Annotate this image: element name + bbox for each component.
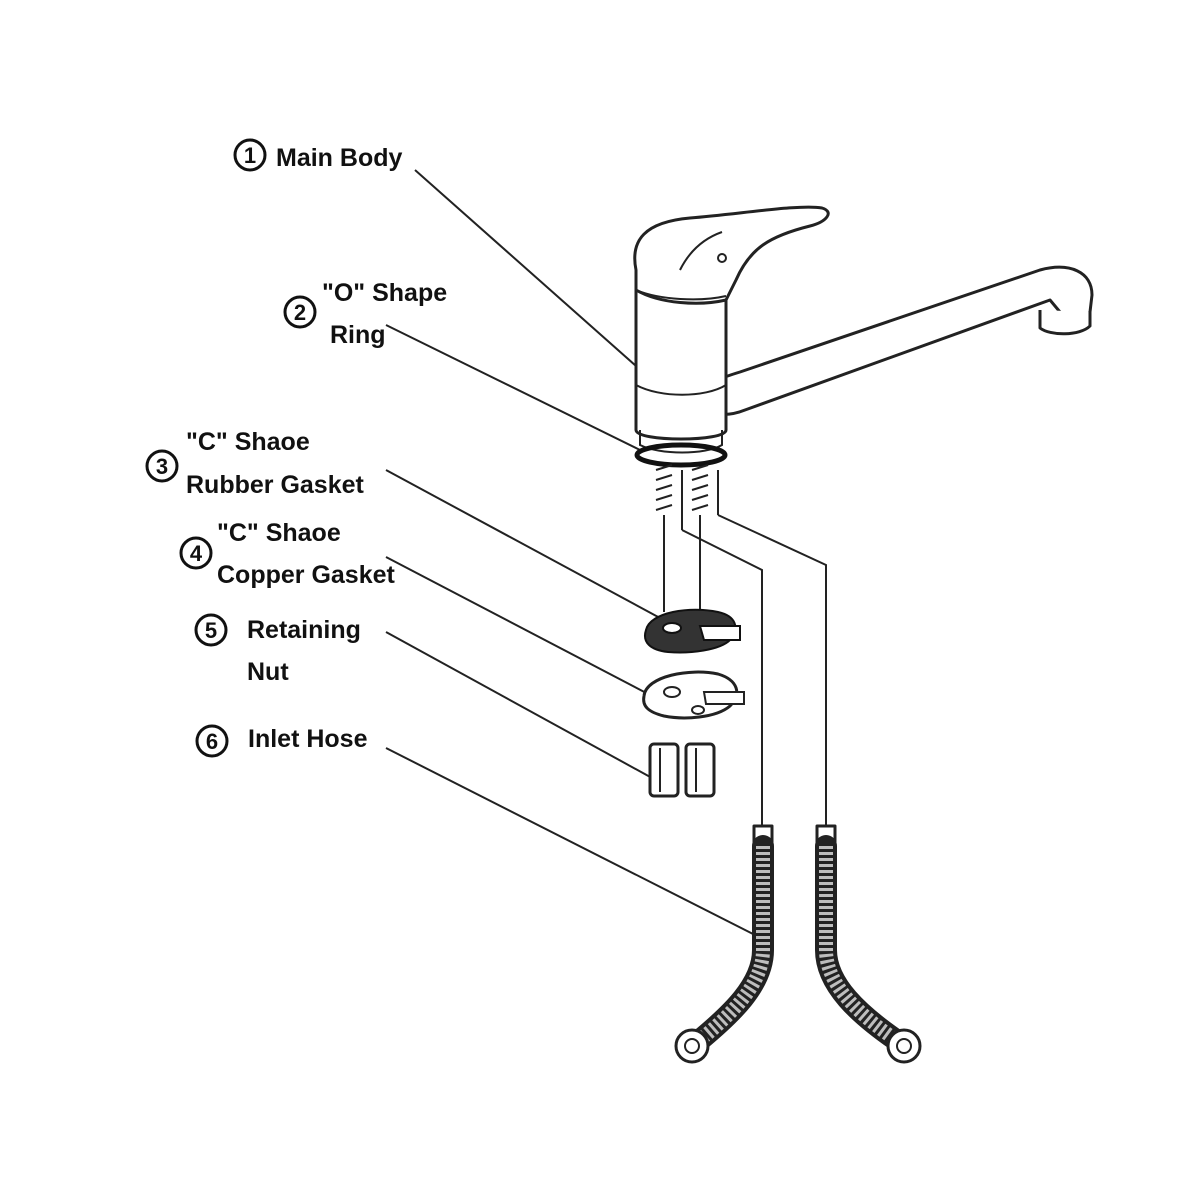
right-hose-nut	[886, 1028, 922, 1064]
label-retaining-nut: 5 Retaining Nut	[194, 613, 361, 686]
number-badge-1	[233, 138, 267, 172]
leader-o-ring	[385, 324, 641, 451]
number-1: 1	[244, 143, 256, 168]
hose-guide-left	[681, 529, 763, 830]
threaded-studs	[655, 464, 719, 612]
copper-c-gasket	[642, 670, 745, 720]
label-2-line1: "O" Shape	[322, 279, 447, 307]
label-copper-gasket: 4 "C" Shaoe Copper Gasket	[179, 519, 396, 589]
number-badge-3	[145, 449, 179, 483]
number-badge-5	[194, 613, 228, 647]
number-4: 4	[190, 541, 203, 566]
body-top-edge	[635, 289, 727, 301]
label-1-line1: Main Body	[276, 144, 402, 172]
label-6-line1: Inlet Hose	[248, 725, 368, 753]
number-badge-2	[283, 295, 317, 329]
left-hose-braid	[695, 846, 770, 1046]
lever-handle	[633, 205, 830, 305]
spout	[698, 265, 1094, 416]
lever-detail	[679, 231, 723, 271]
leader-rubber-gasket	[385, 469, 661, 619]
right-hose-braid	[819, 846, 900, 1046]
rubber-c-gasket	[644, 608, 741, 654]
o-ring	[634, 442, 728, 468]
leader-inlet-hose	[385, 747, 756, 936]
label-inlet-hose: 6 Inlet Hose	[195, 724, 368, 758]
hose-guides	[681, 514, 827, 830]
label-o-ring: 2 "O" Shape Ring	[283, 279, 447, 349]
leader-retaining-nut	[385, 631, 653, 779]
body-base	[639, 430, 723, 454]
label-3-line2: Rubber Gasket	[186, 471, 365, 499]
leader-copper-gasket	[385, 556, 653, 697]
spout-aerator	[1038, 310, 1092, 336]
number-3: 3	[156, 454, 168, 479]
label-3-line1: "C" Shaoe	[186, 428, 310, 456]
label-2-line2: Ring	[330, 321, 386, 349]
number-badge-4	[179, 536, 213, 570]
inlet-hoses	[674, 824, 922, 1064]
leader-lines	[385, 169, 756, 936]
label-5-line2: Nut	[247, 658, 289, 686]
hose-guide-right	[717, 514, 827, 830]
number-6: 6	[206, 729, 218, 754]
body-band	[635, 384, 727, 396]
label-4-line1: "C" Shaoe	[217, 519, 341, 547]
lever-screw	[717, 253, 727, 263]
label-5-line1: Retaining	[247, 616, 361, 644]
number-2: 2	[294, 300, 306, 325]
leader-main-body	[414, 169, 637, 367]
left-hose-nut	[674, 1028, 710, 1064]
number-badge-6	[195, 724, 229, 758]
faucet-main-body	[633, 205, 1094, 454]
number-5: 5	[205, 618, 217, 643]
label-rubber-gasket: 3 "C" Shaoe Rubber Gasket	[145, 428, 365, 499]
label-4-line2: Copper Gasket	[217, 561, 396, 589]
retaining-nuts	[648, 742, 716, 798]
label-main-body: 1 Main Body	[233, 138, 402, 172]
body-cylinder	[634, 268, 728, 441]
